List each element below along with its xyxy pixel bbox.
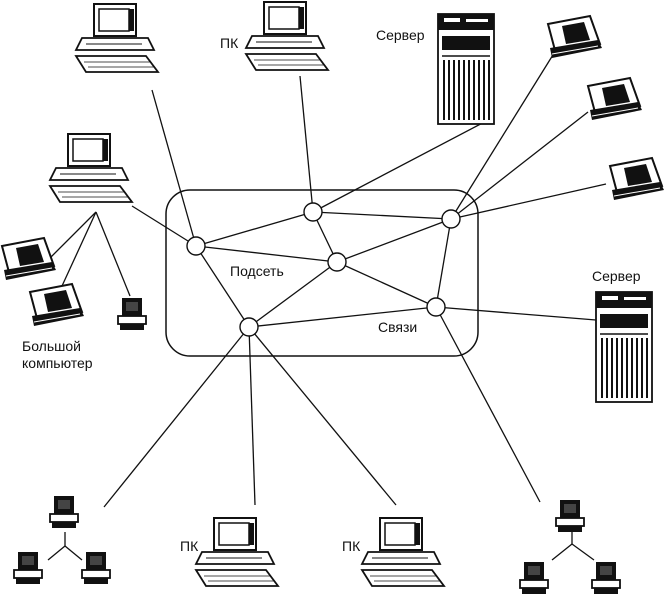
terminal-top-right-3-icon: [609, 157, 664, 201]
workstation-bottom-left-top-icon: [49, 495, 79, 529]
server-right-label: Сервер: [592, 268, 641, 284]
link-a-b: [195, 211, 314, 247]
mainframe-link-2: [61, 211, 97, 287]
link-e-workstations-left: [103, 326, 250, 508]
link-d-terminal-3: [450, 183, 607, 220]
link-c-e: [248, 261, 338, 328]
server-right-icon: [595, 291, 653, 403]
workstation-mainframe-icon: [117, 297, 147, 331]
link-e-pc-bottom-left: [248, 326, 256, 506]
link-c-f: [336, 261, 437, 308]
link-d-f: [435, 218, 452, 308]
links-label: Связи: [378, 319, 417, 335]
link-e-pc-bottom-right: [248, 326, 397, 506]
pc-bottom-left-label: ПК: [180, 538, 199, 554]
switching-nodes: [186, 202, 461, 337]
switch-node-a: [186, 236, 206, 256]
switch-node-b: [303, 202, 323, 222]
terminal-top-right-1-icon: [547, 15, 603, 59]
cluster-right-branch-2: [571, 543, 595, 561]
pc-top-left-icon: [75, 3, 159, 73]
switch-node-d: [441, 209, 461, 229]
mainframe-label-line1: Большой: [22, 338, 81, 354]
link-a-c: [195, 245, 338, 263]
pc-bottom-right-label: ПК: [342, 538, 361, 554]
link-b-d: [312, 211, 452, 220]
link-d-terminal-1: [450, 49, 557, 220]
terminal-left-2-icon: [29, 283, 85, 327]
workstation-bottom-left-1-icon: [13, 551, 43, 585]
workstation-bottom-left-2-icon: [81, 551, 111, 585]
connection-lines: [43, 49, 607, 561]
link-e-f: [248, 306, 437, 328]
terminal-left-1-icon: [1, 237, 57, 281]
switch-node-c: [327, 252, 347, 272]
server-top-icon: [437, 13, 495, 125]
switch-node-e: [239, 317, 259, 337]
pc-bottom-right-icon: [361, 517, 445, 587]
subnet-boundary: [165, 189, 479, 357]
workstation-bottom-right-1-icon: [519, 561, 549, 595]
mainframe-icon: [49, 133, 133, 203]
pc-top-icon: [245, 1, 329, 71]
server-top-label: Сервер: [376, 27, 425, 43]
link-a-e: [195, 245, 250, 328]
cluster-right-branch-1: [551, 543, 573, 561]
mainframe-link-3: [95, 211, 131, 297]
link-b-server-top: [312, 117, 493, 213]
link-a-pc-top-left: [151, 89, 197, 247]
link-f-server-right: [435, 306, 597, 321]
workstation-bottom-right-2-icon: [591, 561, 621, 595]
link-f-workstations-right: [435, 306, 541, 503]
terminal-top-right-2-icon: [587, 77, 643, 121]
cluster-left-branch-1: [47, 545, 66, 561]
subnet-label: Подсеть: [230, 263, 284, 279]
link-c-d: [336, 218, 452, 263]
switch-node-f: [426, 297, 446, 317]
mainframe-label-line2: компьютер: [22, 355, 93, 371]
pc-bottom-left-icon: [195, 517, 279, 587]
link-a-mainframe: [131, 205, 197, 247]
mainframe-link-1: [43, 211, 97, 265]
link-b-pc-top: [299, 75, 314, 213]
cluster-left-branch-2: [64, 545, 83, 561]
workstation-bottom-right-top-icon: [555, 499, 585, 533]
pc-top-label: ПК: [220, 35, 239, 51]
